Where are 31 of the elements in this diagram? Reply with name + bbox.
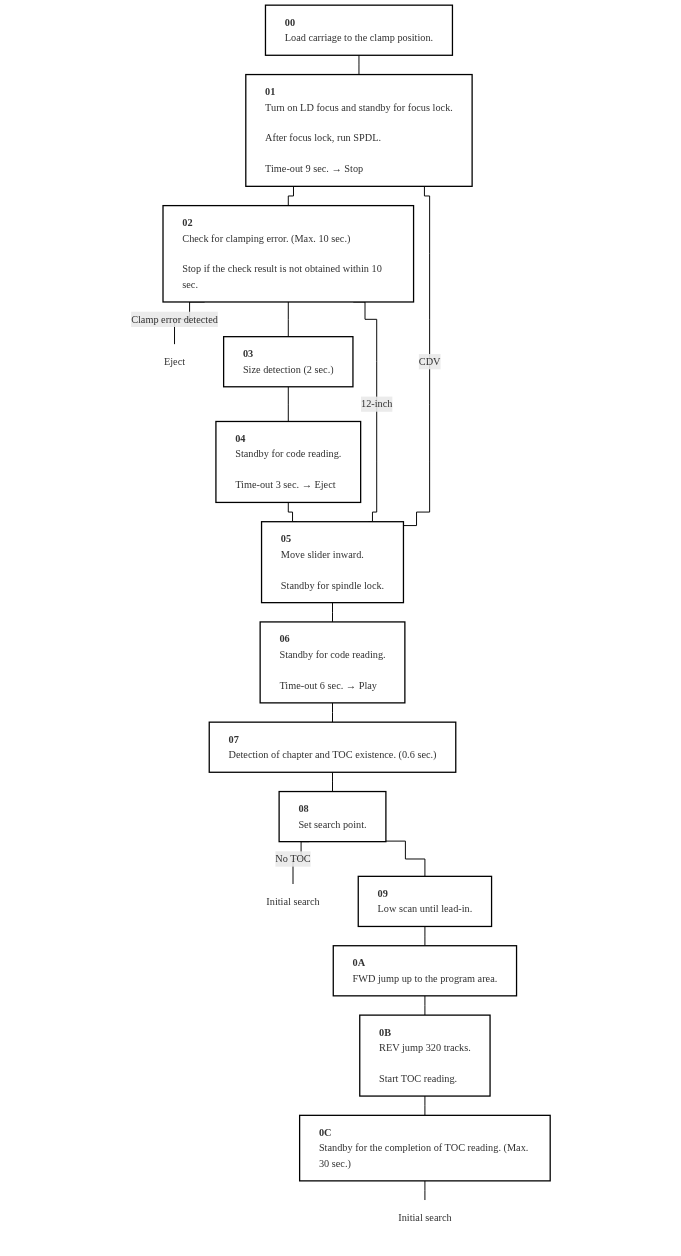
connector bbox=[385, 840, 426, 877]
node-text: Initial search bbox=[398, 1211, 452, 1223]
connector bbox=[331, 702, 333, 723]
edge-label: No TOC bbox=[275, 853, 311, 865]
connector bbox=[424, 1180, 426, 1201]
node-box: 05 Move slider inward. Standby for spindle lock. bbox=[260, 521, 404, 604]
node-text: Eject bbox=[163, 355, 185, 367]
node-box: 0A FWD jump up to the program area. bbox=[332, 945, 517, 997]
node-box: 01 Turn on LD focus and standby for focus lock. After focus lock, run SPDL. Time-out 9 sec. → Stop bbox=[245, 73, 473, 187]
connector bbox=[287, 301, 289, 338]
connector bbox=[424, 926, 426, 947]
node-box: 07 Detection of chapter and TOC existence. (0.6 sec.) bbox=[208, 721, 457, 773]
connector bbox=[287, 386, 289, 422]
edge-label: Clamp error detected bbox=[130, 313, 218, 325]
edge-label: CDV bbox=[418, 355, 441, 367]
node-box: 0C Standby for the completion of TOC reading. (Max. 30 sec.) bbox=[298, 1114, 551, 1182]
node-box: 04 Standby for code reading. Time-out 3 sec. → Eject bbox=[215, 420, 362, 504]
connector bbox=[331, 771, 333, 792]
node-box: 09 Low scan until lead-in. bbox=[357, 875, 493, 928]
connector bbox=[424, 995, 426, 1016]
connector bbox=[358, 54, 360, 76]
node-box: 02 Check for clamping error. (Max. 10 sec.) Stop if the check result is not obtained within 10 sec. bbox=[162, 204, 415, 303]
node-box: 08 Set search point. bbox=[278, 790, 387, 843]
node-text: Initial search bbox=[266, 895, 320, 907]
connector bbox=[424, 1095, 426, 1116]
edge-label: 12-inch bbox=[360, 398, 393, 410]
node-box: 03 Size detection (2 sec.) bbox=[222, 336, 354, 388]
node-box: 00 Load carriage to the clamp position. bbox=[264, 4, 453, 56]
node-box: 0B REV jump 320 tracks. Start TOC reading. bbox=[358, 1014, 491, 1097]
connector bbox=[331, 602, 333, 623]
node-box: 06 Standby for code reading. Time-out 6 sec. → Play bbox=[259, 621, 406, 704]
